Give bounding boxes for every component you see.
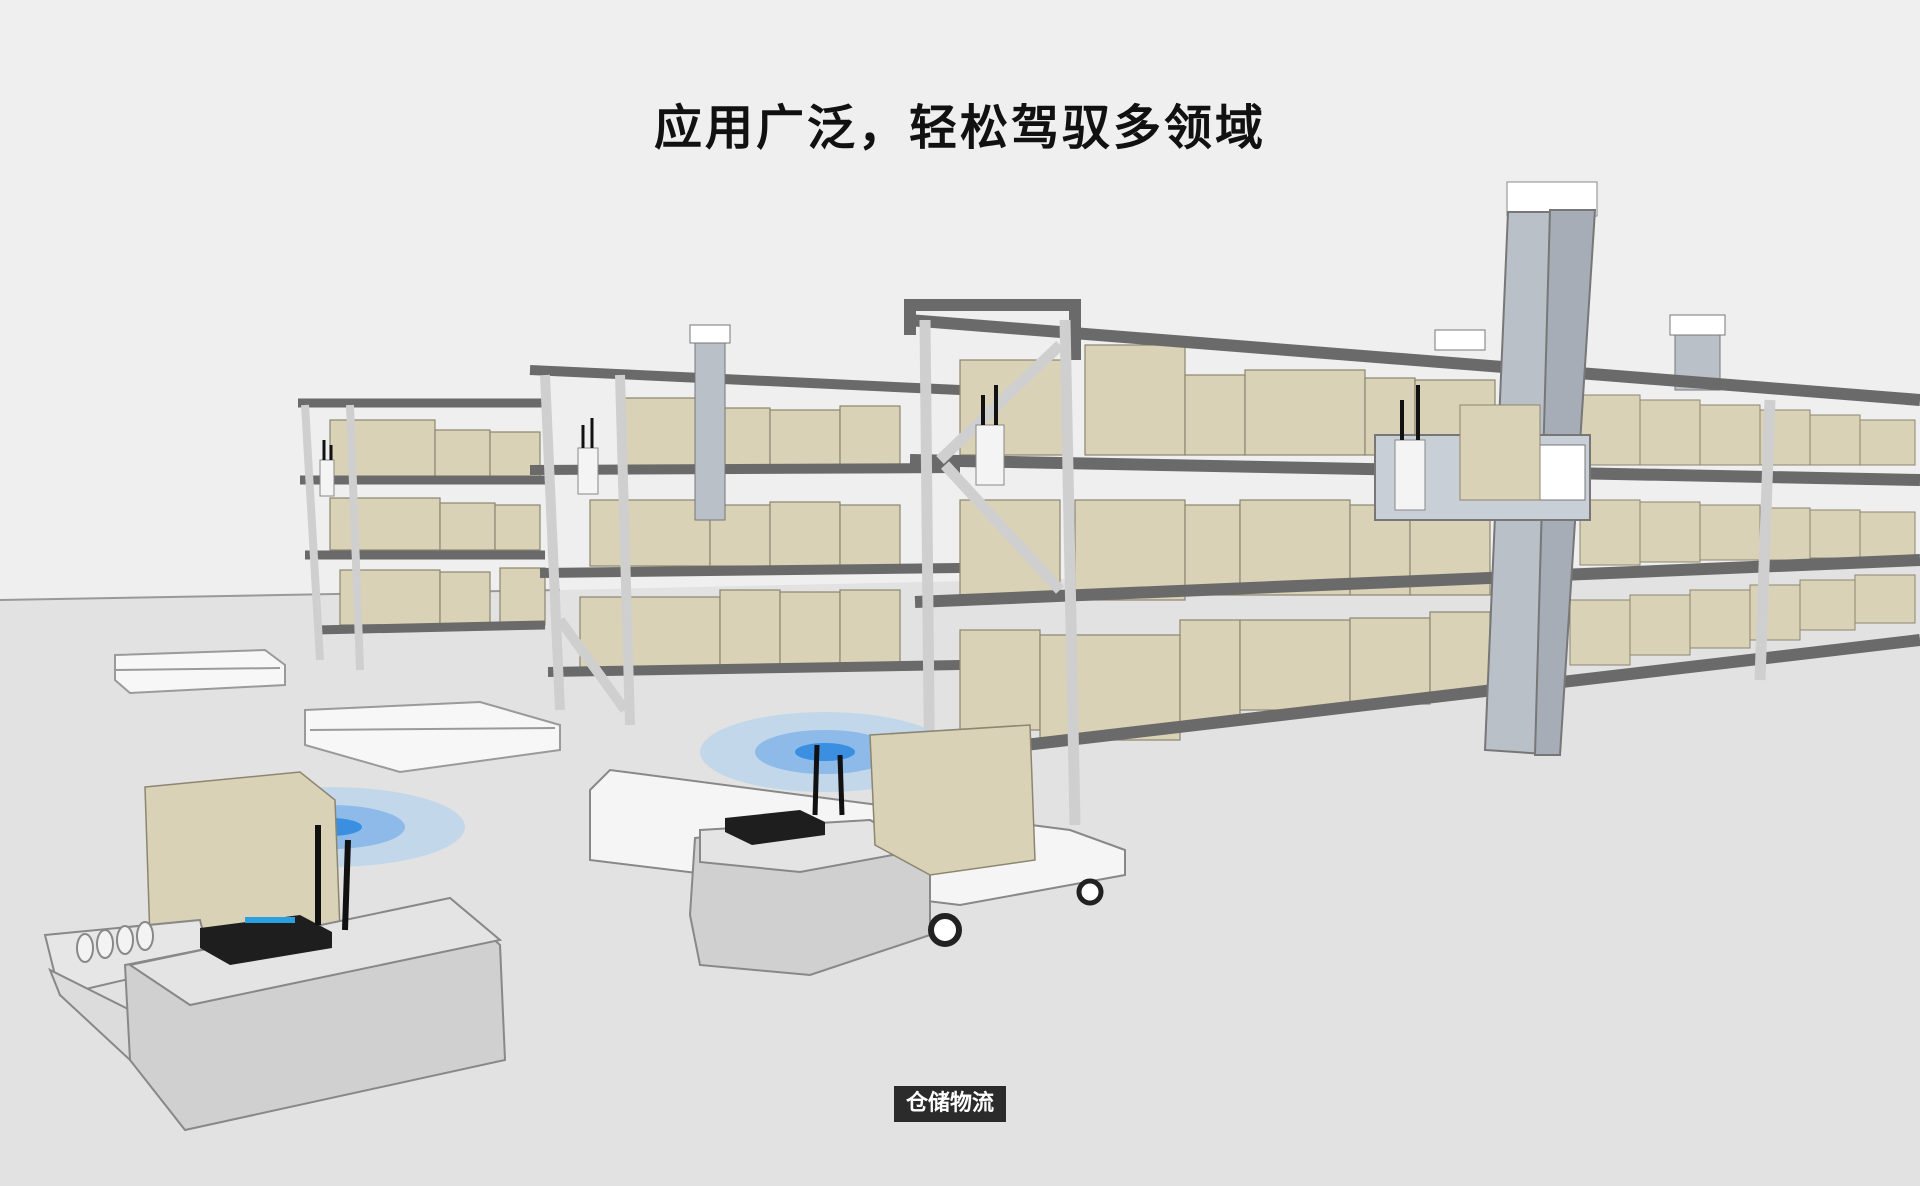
page-title: 应用广泛，轻松驾驭多领域 [653,100,1266,156]
router-icon [725,810,825,845]
shelf-middle [529,365,961,726]
scenario-label: 仓储物流 [894,1086,1007,1122]
pallet-1 [114,648,286,695]
router-icon-wall-3 [975,385,1005,486]
agv-center [589,712,1126,977]
pallet-2 [304,700,561,774]
router-icon [200,915,332,965]
shelf-far-left [298,398,546,671]
router-icon-wall-2 [577,418,599,495]
antenna-icon [812,744,820,816]
router-icon-wall-1 [319,440,335,497]
router-icon-wall-4 [1394,385,1426,511]
shelf-near [904,299,1920,826]
agv-left [43,771,507,1132]
